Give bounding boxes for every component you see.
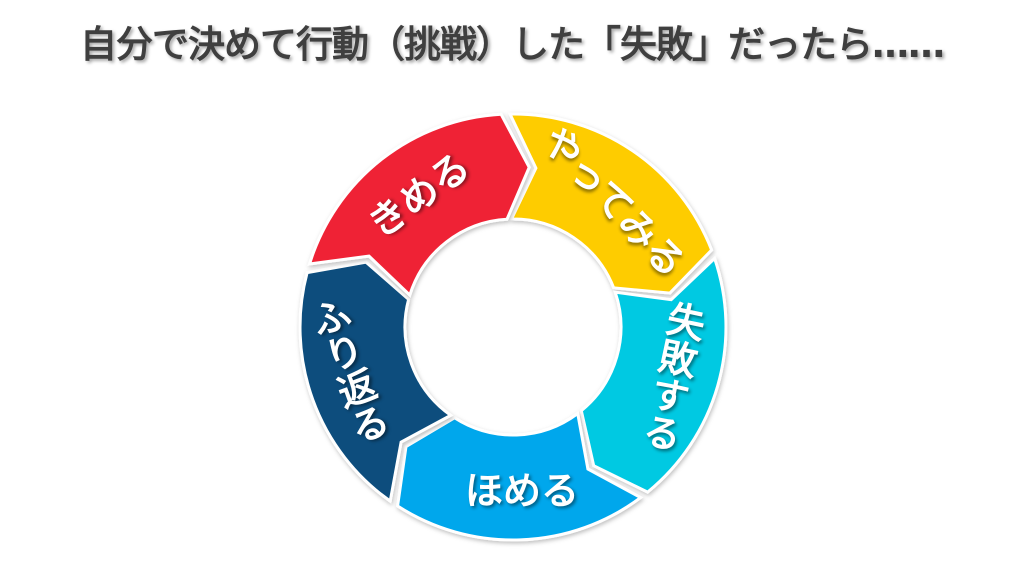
cycle-arrow-segment-1 <box>507 112 714 295</box>
cycle-arrow-segment-4 <box>298 260 454 504</box>
step-label-homeru: ほめる <box>465 469 580 513</box>
cycle-arrow-segment-2 <box>579 255 728 494</box>
cycle-arrow-segment-3 <box>395 410 644 542</box>
page-title: 自分で決めて行動（挑戦）した「失敗」だったら…… <box>80 23 945 66</box>
cycle-arrow-segment-5 <box>307 112 531 298</box>
